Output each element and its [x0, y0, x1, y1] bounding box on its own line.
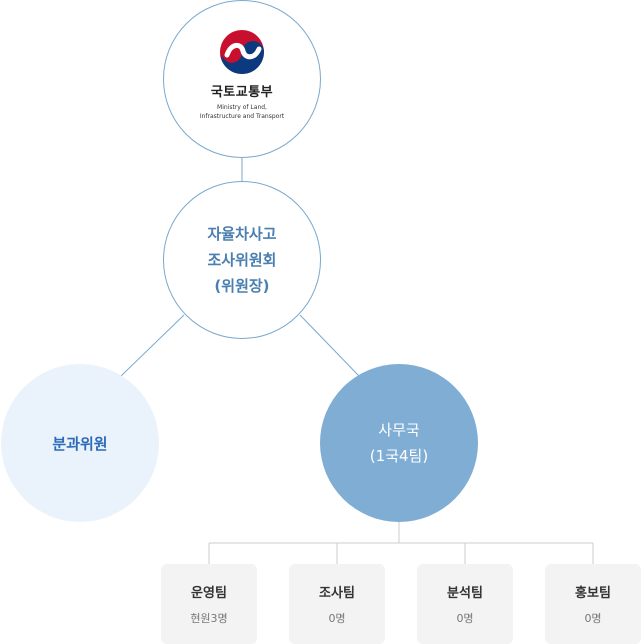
subcommittee-node: 분과위원	[1, 364, 159, 522]
team-card-analysis: 분석팀 0명	[417, 564, 513, 644]
ministry-english-line2: Infrastructure and Transport	[199, 113, 285, 120]
team-count: 0명	[456, 612, 474, 625]
subcommittee-label: 분과위원	[52, 434, 108, 453]
ministry-name: 국토교통부	[210, 85, 274, 100]
committee-line1: 자율차사고	[207, 225, 277, 243]
team-card-investigation: 조사팀 0명	[289, 564, 385, 644]
taegeuk-logo-icon	[220, 30, 264, 74]
team-name: 홍보팀	[575, 586, 611, 601]
ministry-node: 국토교통부 Ministry of Land, Infrastructure a…	[163, 0, 321, 158]
ministry-english-line1: Ministry of Land,	[217, 104, 267, 111]
team-name: 운영팀	[191, 586, 227, 601]
committee-line3: (위원장)	[214, 277, 270, 295]
team-count: 0명	[328, 612, 346, 625]
team-card-pr: 홍보팀 0명	[545, 564, 641, 644]
committee-node: 자율차사고 조사위원회 (위원장)	[163, 181, 321, 339]
secretariat-line1: 사무국	[378, 421, 420, 439]
ministry-english-name: Ministry of Land, Infrastructure and Tra…	[200, 103, 284, 121]
secretariat-line2: (1국4팀)	[369, 447, 429, 465]
team-card-operations: 운영팀 현원3명	[161, 564, 257, 644]
committee-line2: 조사위원회	[207, 251, 277, 269]
team-name: 조사팀	[319, 586, 355, 601]
secretariat-node: 사무국 (1국4팀)	[320, 364, 478, 522]
team-count: 0명	[584, 612, 602, 625]
team-name: 분석팀	[447, 586, 483, 601]
team-count: 현원3명	[190, 612, 228, 625]
